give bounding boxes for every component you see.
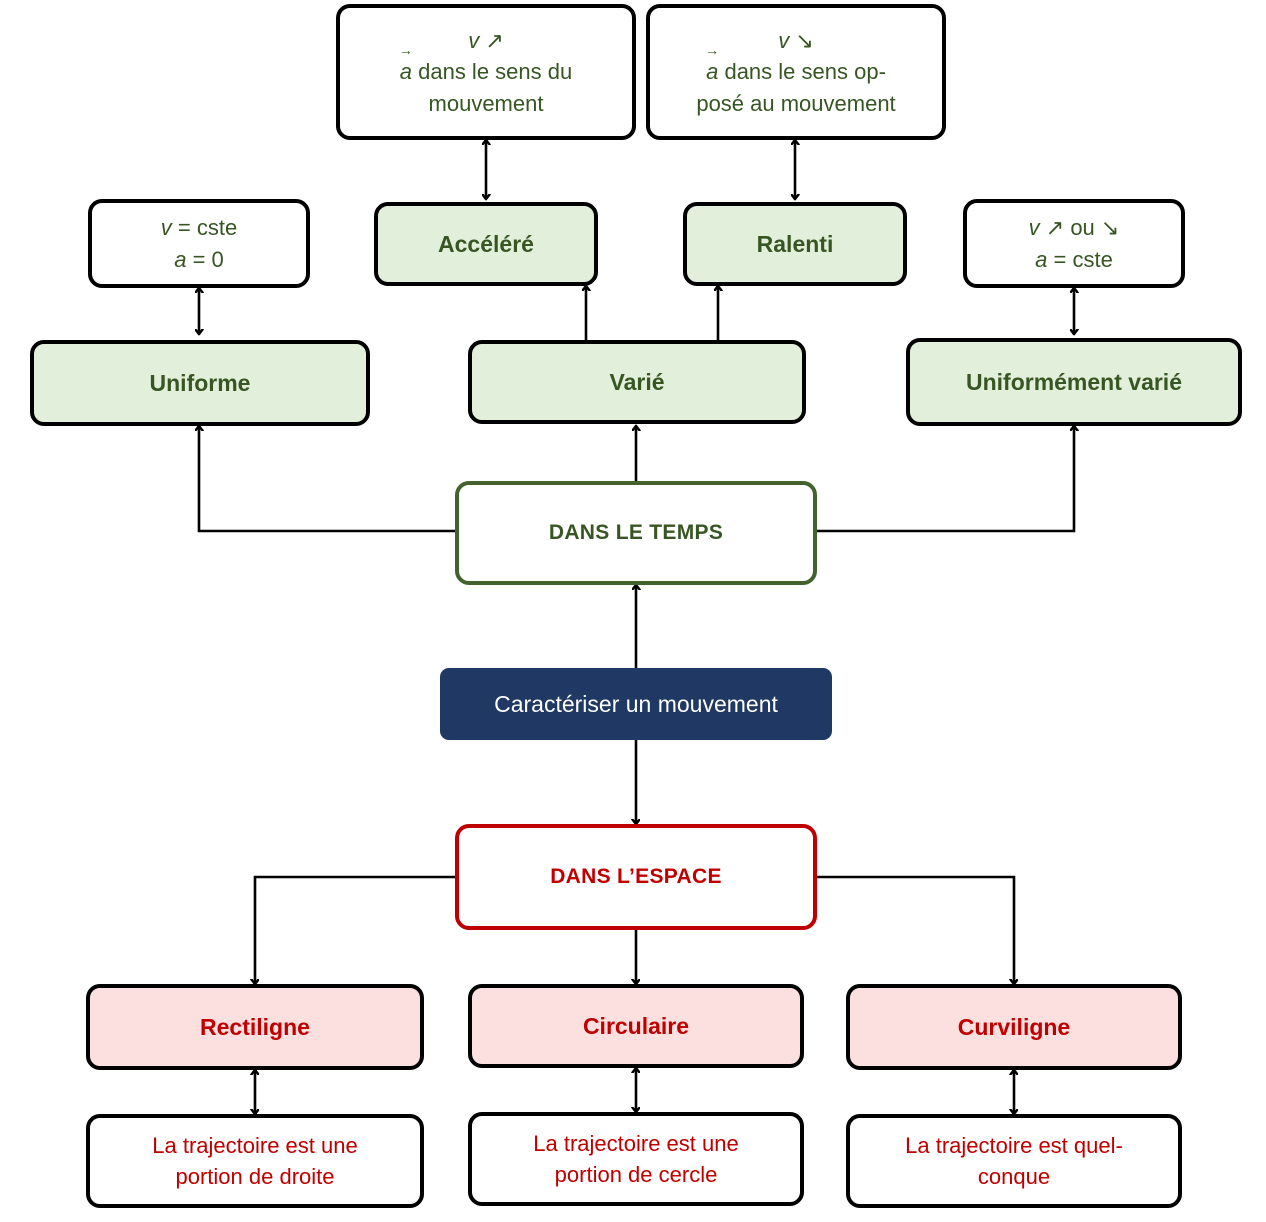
node-uniforme-label: Uniforme — [149, 369, 251, 396]
node-center-label: Caractériser un mouvement — [494, 690, 778, 717]
unifvar-detail-line2: = cste — [1047, 246, 1113, 272]
node-curviligne[interactable]: Curviligne — [846, 984, 1182, 1070]
ralenti-acceleration-symbol: a — [705, 43, 719, 87]
node-accelere-label: Accéléré — [438, 230, 534, 257]
node-dans-le-temps-label: DANS LE TEMPS — [548, 521, 724, 545]
detail-box-circulaire[interactable]: La trajectoire est une portion de cercle — [468, 1112, 804, 1206]
uniforme-velocity-symbol: v — [160, 215, 172, 241]
node-uniformement-varie[interactable]: Uniformément varié — [906, 338, 1242, 426]
node-rectiligne-label: Rectiligne — [200, 1013, 310, 1040]
circulaire-detail-line2: portion de cercle — [554, 1162, 718, 1187]
detail-box-ralenti[interactable]: v ↘ a dans le sens op- posé au mouvement — [646, 4, 946, 140]
link-temps-uniformement-varie — [817, 426, 1074, 533]
node-varie[interactable]: Varié — [468, 340, 806, 424]
curviligne-detail-line2: conque — [977, 1164, 1051, 1189]
node-dans-l-espace[interactable]: DANS L’ESPACE — [455, 824, 817, 930]
unifvar-velocity-symbol: v — [1028, 215, 1040, 241]
node-caracteriser-un-mouvement[interactable]: Caractériser un mouvement — [440, 668, 832, 740]
node-dans-le-temps[interactable]: DANS LE TEMPS — [455, 481, 817, 585]
unifvar-acceleration-symbol: a — [1035, 246, 1048, 272]
unifvar-detail-line1: ↗ ou ↘ — [1039, 215, 1120, 241]
detail-box-uniformement-varie[interactable]: v ↗ ou ↘ a = cste — [963, 199, 1185, 288]
ralenti-detail-line3: posé au mouvement — [696, 90, 896, 116]
uniforme-acceleration-symbol: a — [174, 246, 187, 272]
ralenti-velocity-symbol: v — [778, 28, 790, 54]
detail-box-curviligne[interactable]: La trajectoire est quel- conque — [846, 1114, 1182, 1208]
rectiligne-detail-line1: La trajectoire est une — [152, 1132, 358, 1158]
accelere-acceleration-symbol: a — [399, 43, 413, 87]
rectiligne-detail-line2: portion de droite — [175, 1164, 335, 1189]
curviligne-detail-line1: La trajectoire est quel- — [905, 1132, 1123, 1158]
node-curviligne-label: Curviligne — [957, 1013, 1071, 1040]
link-espace-curviligne — [817, 875, 1014, 984]
up-right-arrow-icon: ↗ — [485, 28, 504, 54]
detail-box-rectiligne[interactable]: La trajectoire est une portion de droite — [86, 1114, 424, 1208]
detail-box-accelere[interactable]: v ↗ a dans le sens du mouvement — [336, 4, 636, 140]
link-espace-rectiligne — [255, 875, 455, 984]
detail-box-uniforme[interactable]: v = cste a = 0 — [88, 199, 310, 288]
node-accelere[interactable]: Accéléré — [374, 202, 598, 286]
uniforme-detail-line2: = 0 — [186, 246, 224, 272]
down-right-arrow-icon: ↘ — [795, 28, 814, 54]
node-uniformement-varie-label: Uniformément varié — [965, 368, 1182, 395]
node-varie-label: Varié — [609, 368, 665, 395]
circulaire-detail-line1: La trajectoire est une — [533, 1130, 739, 1156]
node-uniforme[interactable]: Uniforme — [30, 340, 370, 426]
node-ralenti[interactable]: Ralenti — [683, 202, 907, 286]
accelere-detail-line3: mouvement — [428, 90, 544, 116]
accelere-velocity-symbol: v — [468, 28, 480, 54]
ralenti-detail-line2: dans le sens op- — [718, 59, 886, 85]
node-circulaire[interactable]: Circulaire — [468, 984, 804, 1068]
accelere-detail-line2: dans le sens du — [412, 59, 573, 85]
node-rectiligne[interactable]: Rectiligne — [86, 984, 424, 1070]
node-ralenti-label: Ralenti — [756, 230, 834, 257]
node-dans-l-espace-label: DANS L’ESPACE — [550, 865, 722, 889]
link-temps-uniforme — [199, 426, 455, 533]
uniforme-detail-line1: = cste — [171, 215, 238, 241]
node-circulaire-label: Circulaire — [582, 1012, 690, 1039]
